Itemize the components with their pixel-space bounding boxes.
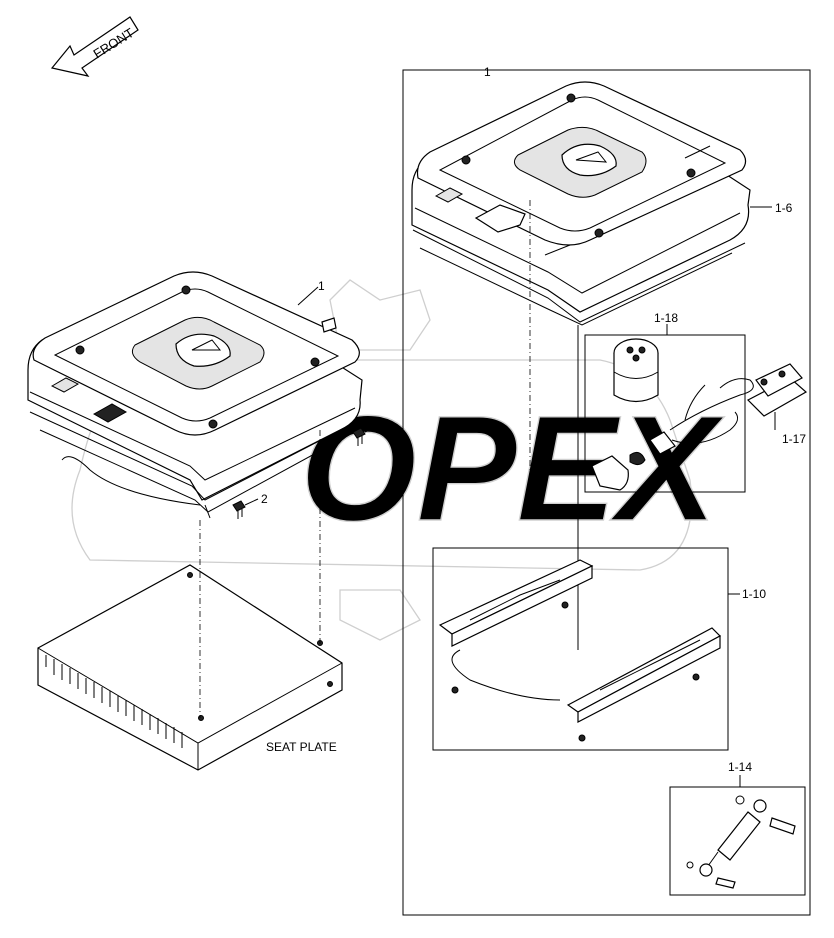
callout-motor: 1-17 [782,432,806,446]
callout-bolt-upper: 2 [381,420,388,434]
bolt-upper-icon [352,427,366,446]
callout-assembly-main: 1 [484,65,491,79]
seat-cushion-right [411,81,751,326]
bolt-lower-icon [232,500,246,519]
damper-kit-frame [669,786,806,896]
leader-bolt-upper [364,425,379,433]
leader-bolt-lower [244,498,259,506]
watermark-text: OPEX [300,384,725,552]
rail-kit-frame [432,547,729,751]
front-arrow-icon: FRONT [50,16,139,77]
callout-damper-kit: 1-14 [728,760,752,774]
seat-assembly-left [27,271,363,519]
wire-harness-icon [591,378,754,491]
callout-rail-kit: 1-10 [742,587,766,601]
watermark: OPEX [71,279,725,641]
switch-kit-frame [584,334,746,493]
callout-bolt-lower: 2 [261,492,268,506]
callout-seat-cushion: 1-6 [775,201,793,215]
leader-assembly-left [297,286,319,306]
seat-plate [37,564,343,771]
seat-plate-label: SEAT PLATE [266,740,337,754]
assembly-frame [402,69,811,916]
switch-knob-icon [613,338,659,403]
damper-icon [686,795,796,889]
motor-icon [746,363,808,417]
slide-rails-icon [438,559,721,742]
callout-switch-kit: 1-18 [654,311,678,325]
callout-assembly-left: 1 [318,279,325,293]
